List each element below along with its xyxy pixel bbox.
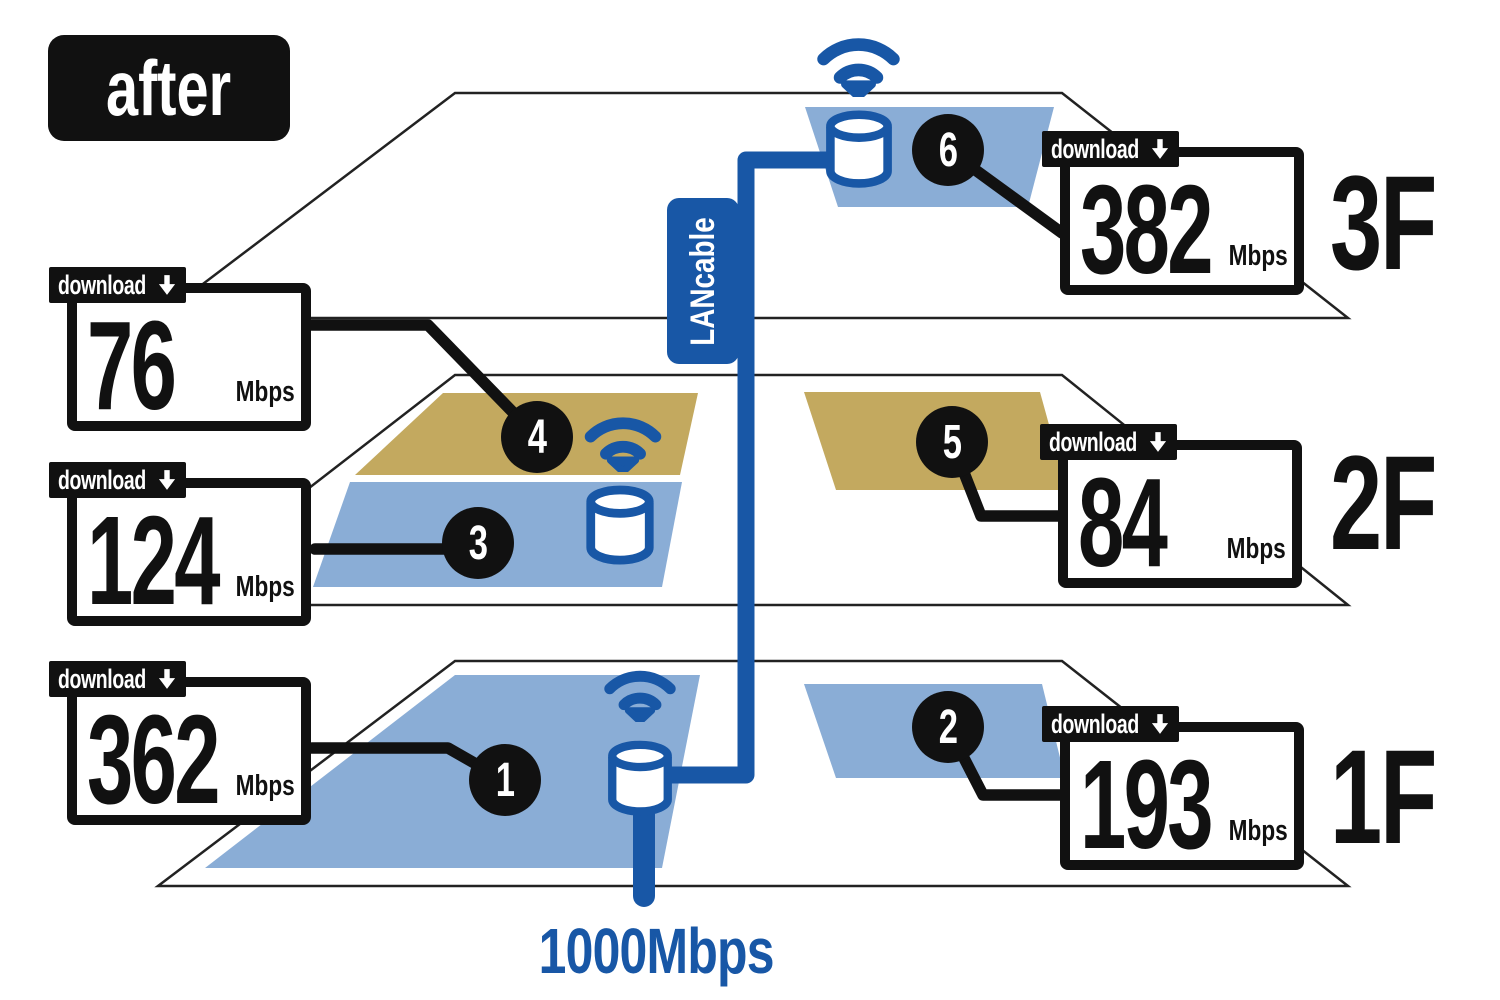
download-label: download xyxy=(1051,133,1139,164)
speed-value: 382 xyxy=(1080,159,1213,301)
speed-box-point-2: download 193 Mbps xyxy=(1042,706,1304,876)
down-arrow-icon xyxy=(1151,139,1169,159)
download-tab: download xyxy=(1042,706,1179,742)
router-icon-2f xyxy=(586,485,654,565)
download-label: download xyxy=(58,269,146,300)
wifi-icon-1f xyxy=(604,670,676,722)
speed-value: 84 xyxy=(1078,452,1168,594)
connector-point-4 xyxy=(306,319,543,443)
router-icon-1f xyxy=(608,740,672,816)
uplink-speed-label: 1000Mbps xyxy=(538,915,775,987)
download-tab: download xyxy=(1042,131,1179,167)
after-badge-label: after xyxy=(106,43,232,132)
speed-value: 76 xyxy=(87,295,177,437)
lan-cable-label: LANcable xyxy=(667,198,739,364)
wifi-icon-2f xyxy=(584,417,662,472)
speed-unit: Mbps xyxy=(235,571,295,603)
speed-unit: Mbps xyxy=(1226,533,1286,565)
measurement-point-3: 3 xyxy=(442,507,514,579)
speed-box-point-6: download 382 Mbps xyxy=(1042,131,1304,301)
floor-label-2f: 2F xyxy=(1330,429,1437,578)
speed-value: 193 xyxy=(1080,734,1213,876)
measurement-point-5: 5 xyxy=(916,406,988,478)
measurement-point-4: 4 xyxy=(501,401,573,473)
speed-unit: Mbps xyxy=(235,376,295,408)
download-tab: download xyxy=(1040,424,1177,460)
after-badge: after xyxy=(48,35,290,141)
down-arrow-icon xyxy=(1151,714,1169,734)
coverage-panel-1f-blue-left xyxy=(205,675,700,868)
download-tab: download xyxy=(49,462,186,498)
measurement-point-6: 6 xyxy=(912,114,984,186)
speed-box-point-1: download 362 Mbps xyxy=(49,661,311,831)
speed-value: 124 xyxy=(87,490,220,632)
measurement-point-1: 1 xyxy=(469,744,541,816)
wifi-icon-3f xyxy=(817,38,900,97)
download-label: download xyxy=(1049,426,1137,457)
download-label: download xyxy=(58,464,146,495)
down-arrow-icon xyxy=(158,275,176,295)
down-arrow-icon xyxy=(158,669,176,689)
speed-box-point-5: download 84 Mbps xyxy=(1040,424,1302,594)
speed-box-point-3: download 124 Mbps xyxy=(49,462,311,632)
measurement-point-2: 2 xyxy=(912,691,984,763)
floor-label-3f: 3F xyxy=(1330,149,1437,298)
down-arrow-icon xyxy=(1149,432,1167,452)
router-icon-3f xyxy=(826,110,892,188)
speed-box-point-4: download 76 Mbps xyxy=(49,267,311,437)
download-label: download xyxy=(58,663,146,694)
speed-value: 362 xyxy=(87,689,220,831)
lan-cable-line xyxy=(641,151,867,784)
download-tab: download xyxy=(49,267,186,303)
speed-unit: Mbps xyxy=(1228,815,1288,847)
down-arrow-icon xyxy=(158,470,176,490)
download-label: download xyxy=(1051,708,1139,739)
speed-unit: Mbps xyxy=(1228,240,1288,272)
speed-unit: Mbps xyxy=(235,770,295,802)
floor-label-1f: 1F xyxy=(1330,723,1437,872)
download-tab: download xyxy=(49,661,186,697)
